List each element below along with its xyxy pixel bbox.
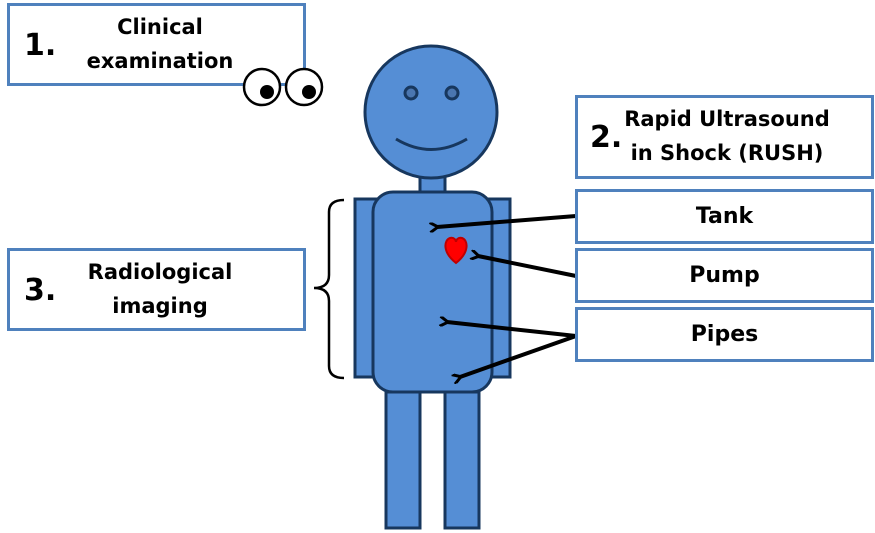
step-1-label-line2: examination [86,49,234,73]
step-3-box: 3. Radiological imaging [7,248,306,331]
step-2-label-line2: in Shock (RUSH) [630,141,824,165]
rush-pump-label: Pump [689,263,760,288]
step-2-number: 2. [590,120,623,155]
rush-pump-box: Pump [575,248,874,303]
left-leg [384,390,422,530]
step-2-label-line1: Rapid Ultrasound [624,107,830,131]
step-1-box: 1. Clinical examination [7,3,306,86]
rush-pipes-label: Pipes [690,322,759,347]
head [363,44,499,180]
curly-brace [313,198,345,380]
step-1-number: 1. [24,28,57,63]
arrow-pump [478,256,577,278]
arrow-pipes-lower [460,334,577,377]
heart-icon [444,236,468,265]
right-eye [444,85,460,101]
step-3-label: Radiological imaging [70,255,250,323]
torso [371,190,494,394]
arrow-pipes-upper [447,322,577,338]
step-3-label-line2: imaging [112,294,208,318]
step-3-number: 3. [24,273,57,308]
rush-tank-box: Tank [575,189,874,244]
step-1-label: Clinical examination [70,10,250,78]
smile [395,137,468,151]
step-2-box: 2. Rapid Ultrasound in Shock (RUSH) [575,95,874,179]
rush-tank-label: Tank [695,204,754,229]
step-3-label-line1: Radiological [87,260,233,284]
right-leg [443,390,481,530]
step-1-label-line1: Clinical [117,15,203,39]
step-2-label: Rapid Ultrasound in Shock (RUSH) [612,102,842,170]
left-eye [403,85,419,101]
arrow-tank [437,214,577,227]
rush-pipes-box: Pipes [575,307,874,362]
